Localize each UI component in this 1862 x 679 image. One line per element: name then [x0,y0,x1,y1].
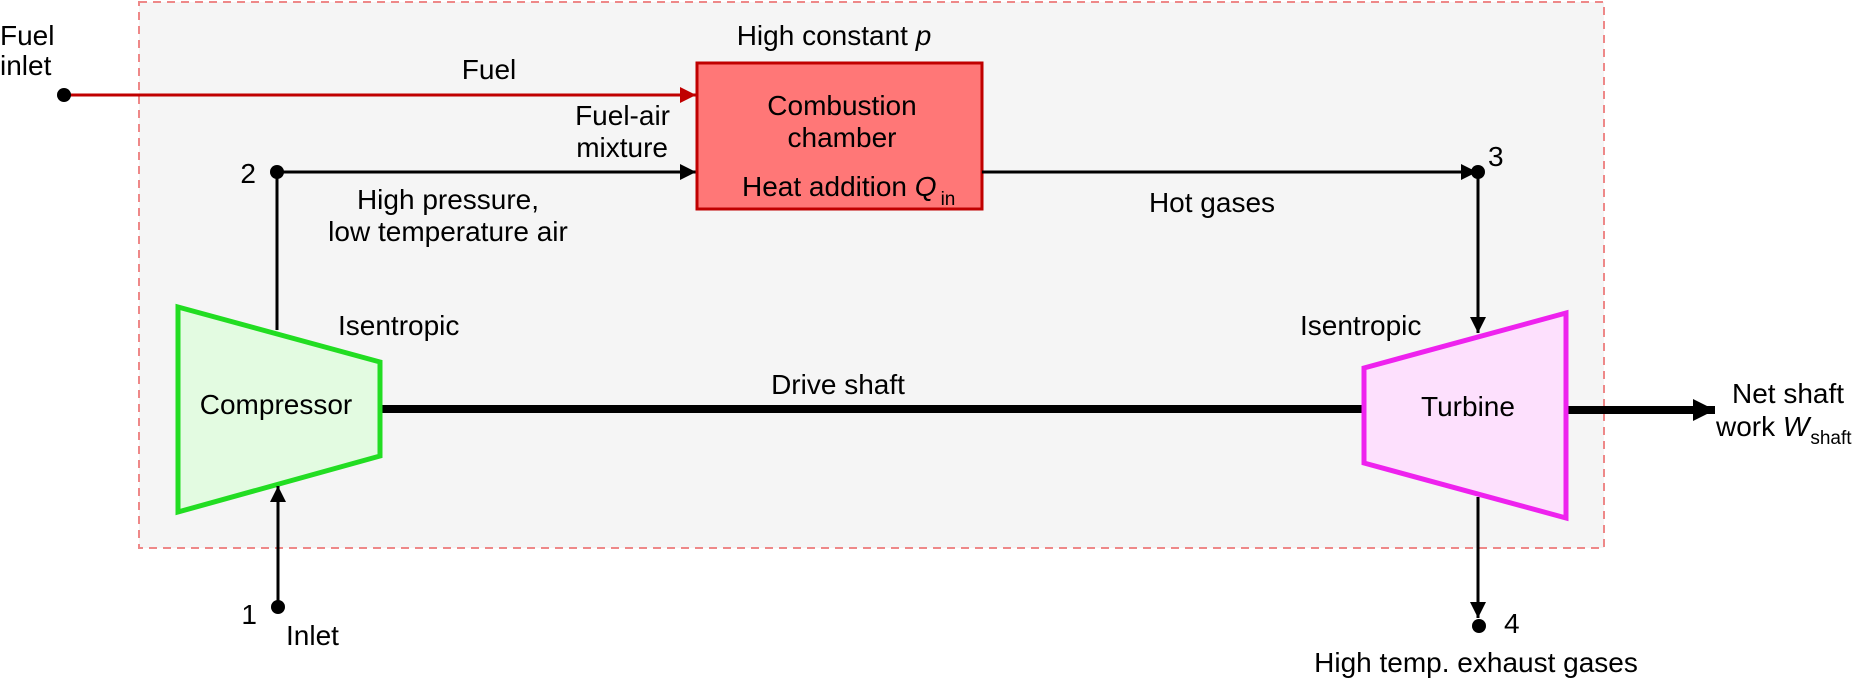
state-2-label: 2 [240,158,256,189]
state-1-label: 1 [241,599,257,630]
fuel-inlet-dot [57,88,71,102]
compressor-label: Compressor [200,389,352,420]
inlet-label: Inlet [286,620,339,651]
combustion-label-2: chamber [788,122,897,153]
exhaust-label: High temp. exhaust gases [1314,647,1638,678]
state-1-dot [271,600,285,614]
high-constant-p-label: High constant p [737,20,932,51]
w-symbol: W [1783,411,1812,442]
state-4-label: 4 [1504,608,1520,639]
hot-gases-label: Hot gases [1149,187,1275,218]
state-3-label: 3 [1488,141,1504,172]
fuel-air-label-1: Fuel-air [575,100,670,131]
turbine-label: Turbine [1421,391,1515,422]
w-subscript: shaft [1810,428,1852,449]
fuel-label: Fuel [462,54,516,85]
p-symbol: p [915,20,932,51]
isentropic-compressor-label: Isentropic [338,310,459,341]
combustion-label-1: Combustion [767,90,916,121]
combustion-chamber [695,61,984,211]
fuel-inlet-label-1: Fuel [0,20,54,51]
turbine [1361,309,1569,522]
state-4-dot [1472,619,1486,633]
fuel-inlet-label-2: inlet [0,50,52,81]
q-symbol: Q [915,171,937,202]
fuel-air-label-2: mixture [576,132,668,163]
high-pressure-label-1: High pressure, [357,184,539,215]
high-pressure-label-2: low temperature air [328,216,568,247]
compressor [175,303,383,516]
q-subscript: in [941,189,956,210]
drive-shaft-label: Drive shaft [771,369,905,400]
net-shaft-label-2: work Wshaft [1715,411,1852,449]
net-shaft-label-1: Net shaft [1732,378,1844,409]
isentropic-turbine-label: Isentropic [1300,310,1421,341]
